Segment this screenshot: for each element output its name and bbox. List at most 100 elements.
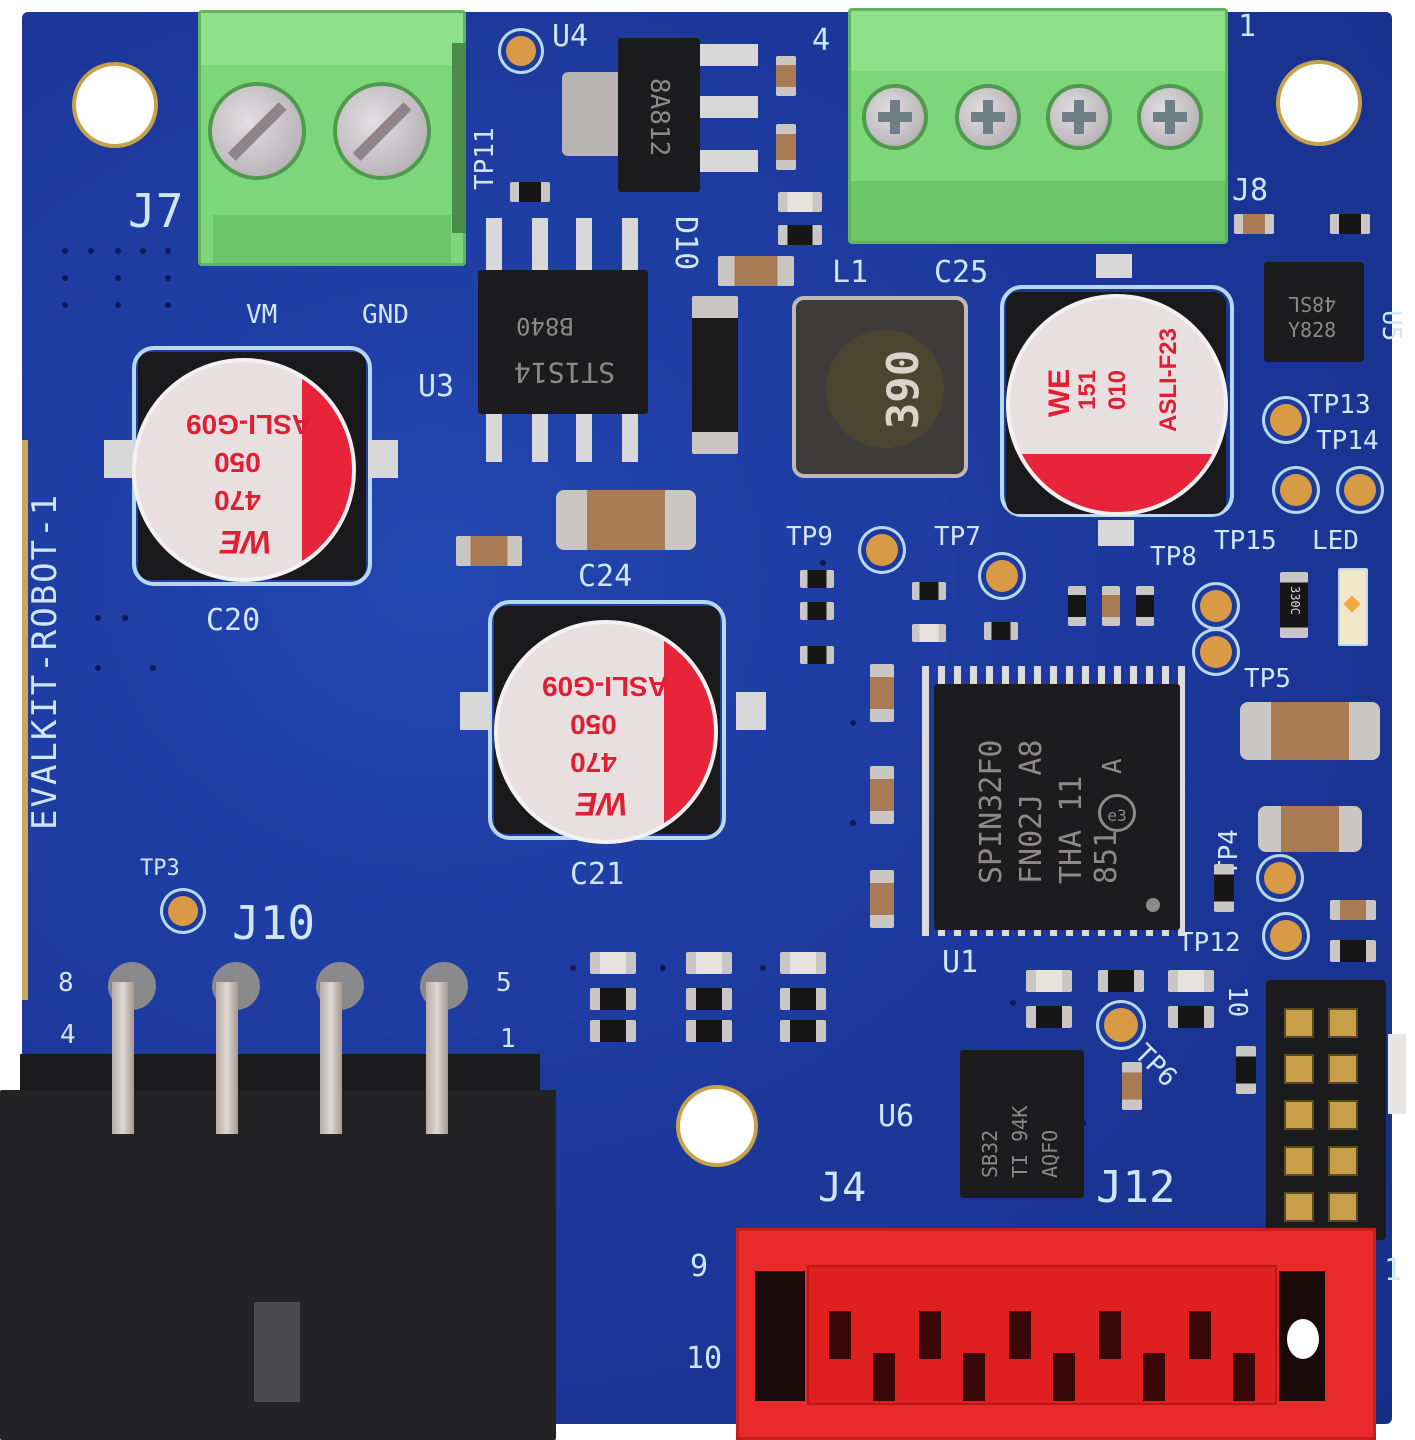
c24-capacitor [556, 490, 696, 550]
j12-ref-label: J12 [1096, 1162, 1176, 1213]
mounting-hole-top-right [1276, 60, 1362, 146]
c21-marking-2: 050 [570, 709, 617, 740]
c21-ref-label: C21 [570, 857, 625, 892]
j8-screw-3[interactable] [955, 84, 1021, 150]
led-resistor-marking: 330C [1288, 586, 1302, 615]
u3-chip: B840 ST1S14 [478, 270, 648, 414]
tp11-label: TP11 [470, 127, 500, 190]
c25-brand: WE [1043, 368, 1077, 418]
mounting-hole-center [676, 1085, 758, 1167]
c21-marking-1: ASLI-G09 [542, 671, 669, 702]
u3-ref-label: U3 [418, 369, 455, 404]
u1-e3-mark: e3 [1098, 794, 1136, 832]
c20-brand: WE [220, 524, 272, 560]
j10-pin8-label: 8 [58, 968, 74, 998]
d10-diode [692, 296, 738, 454]
c25-ref-label: C25 [934, 255, 989, 290]
j10-ref-label: J10 [232, 896, 316, 950]
c24-ref-label: C24 [578, 559, 633, 594]
c25-marking-3: ASLI-F23 [1155, 328, 1182, 433]
u1-marking-1: SPIN32F0 [974, 739, 1009, 885]
test-point-tp13[interactable] [1270, 404, 1302, 436]
test-point-tp7[interactable] [986, 560, 1018, 592]
j4-ref-label: J4 [818, 1165, 867, 1211]
led-resistor: 330C [1280, 572, 1308, 638]
c25-marking-2: 010 [1104, 369, 1132, 411]
test-point-tp14[interactable] [1344, 474, 1376, 506]
u1-marking-extra: A [1098, 758, 1128, 774]
u5-chip: 48SL Y828 [1264, 262, 1364, 362]
j7-vm-label: VM [246, 300, 278, 330]
j8-screw-4[interactable] [862, 84, 928, 150]
c21-brand: WE [576, 786, 628, 822]
test-point-tp8[interactable] [1200, 590, 1232, 622]
mounting-hole-top-left [72, 62, 158, 148]
j12-header[interactable] [1266, 980, 1386, 1240]
u6-marking-1: SB32 [978, 1129, 1002, 1178]
d10-ref-label: D10 [668, 216, 703, 271]
tp3-label: TP3 [140, 856, 180, 881]
c21-marking-3: 470 [570, 747, 617, 778]
c21-capacitor: ASLI-G09 050 470 WE [494, 620, 718, 844]
j7-screw-vm[interactable] [208, 82, 306, 180]
j8-screw-1[interactable] [1137, 84, 1203, 150]
u1-pin1-dot [1146, 898, 1160, 912]
j4-pin1-label: 1 [1384, 1253, 1403, 1288]
tp9-label: TP9 [786, 522, 833, 552]
test-point-tp9[interactable] [866, 534, 898, 566]
c20-ref-label: C20 [206, 603, 261, 638]
test-point-tp6[interactable] [1104, 1008, 1138, 1042]
l1-marking: 390 [878, 349, 930, 430]
j8-screw-2[interactable] [1046, 84, 1112, 150]
j7-gnd-label: GND [362, 300, 409, 330]
u1-ref-label: U1 [942, 945, 979, 980]
j10-header-body[interactable] [0, 1090, 556, 1440]
test-point-tp3[interactable] [168, 896, 198, 926]
j4-pin10-label: 10 [686, 1341, 723, 1376]
j8-pin1-label: 1 [1238, 9, 1257, 44]
tp5-label: TP5 [1244, 664, 1291, 694]
j8-pin4-label: 4 [812, 23, 831, 58]
test-point-tp4[interactable] [1264, 862, 1296, 894]
led-label: LED [1312, 526, 1359, 556]
c20-marking-2: 050 [214, 447, 261, 478]
j4-connector[interactable] [736, 1228, 1376, 1440]
u6-ref-label: U6 [878, 1099, 915, 1134]
c25-capacitor: WE 151 010 ASLI-F23 [1006, 294, 1228, 516]
u5-marking-2: Y828 [1288, 318, 1337, 342]
j10-pin5-label: 5 [496, 968, 512, 998]
j7-screw-gnd[interactable] [333, 82, 431, 180]
test-point-tp11[interactable] [506, 36, 536, 66]
j4-pin9-label: 9 [690, 1249, 709, 1284]
u6-marking-2: TI 94K [1008, 1105, 1032, 1178]
test-point-tp12[interactable] [1270, 920, 1302, 952]
u6-marking-3: AQFO [1038, 1129, 1062, 1178]
j8-ref-label: J8 [1232, 173, 1269, 208]
u5-ref-label: U5 [1376, 310, 1406, 342]
u1-microcontroller: SPIN32F0 FN02J A8 THA 11 851 A e3 [934, 684, 1180, 930]
j12-side-marker [1388, 1034, 1406, 1114]
c20-marking-3: 470 [214, 485, 261, 516]
capacitor-right-2 [1258, 806, 1362, 852]
u6-chip: SB32 TI 94K AQFO [960, 1050, 1084, 1198]
capacitor-right-1 [1240, 702, 1380, 760]
l1-ref-label: L1 [832, 255, 869, 290]
tp13-label: TP13 [1308, 390, 1371, 420]
u4-regulator-chip: 8A812 [618, 38, 700, 192]
u1-marking-2: FN02J A8 [1014, 739, 1049, 885]
tp15-label: TP15 [1214, 526, 1277, 556]
test-point-tp5-pad[interactable] [1200, 636, 1232, 668]
j7-ref-label: J7 [128, 184, 184, 238]
u4-ref-label: U4 [552, 19, 589, 54]
status-led [1338, 568, 1368, 646]
j10-pin4-label: 4 [60, 1020, 76, 1050]
test-point-tp15[interactable] [1280, 474, 1312, 506]
board-edge-plating [22, 440, 28, 1000]
j10-pin1-label: 1 [500, 1024, 516, 1054]
tp8-label: TP8 [1150, 542, 1197, 572]
board-name-label: EVALKIT-ROBOT-1 [25, 492, 65, 830]
c20-capacitor: ASLI-G09 050 470 WE [132, 358, 356, 582]
c20-marking-1: ASLI-G09 [186, 409, 313, 440]
u3-marking-1: ST1S14 [514, 356, 616, 389]
tp14-label: TP14 [1316, 426, 1379, 456]
